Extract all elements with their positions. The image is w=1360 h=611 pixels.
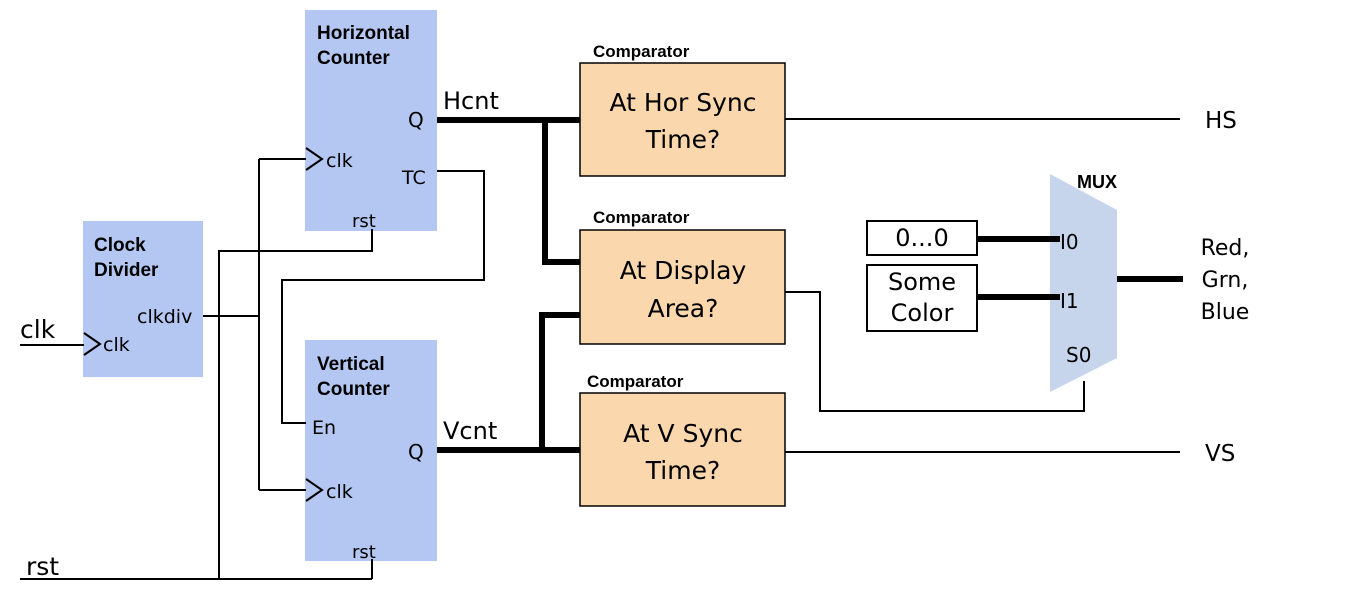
vertical-counter-body (305, 340, 437, 561)
clock-divider-block: Clock Divider clkdiv clk (83, 221, 203, 377)
comparator-vsync-header: Comparator (587, 372, 684, 391)
wires (20, 117, 1183, 580)
vertical-counter-title-1: Vertical (317, 354, 385, 375)
mux-block: MUX I0 I1 S0 (1050, 172, 1117, 392)
hcnt-to-display (542, 120, 580, 265)
horizontal-counter-clk-triangle (305, 147, 324, 171)
comparator-vsync-line-1: At V Sync (623, 419, 743, 448)
clock-divider-out-label: clkdiv (137, 306, 192, 328)
vertical-counter-clk-label: clk (326, 481, 353, 503)
mux-body (1050, 174, 1117, 392)
vertical-counter-clk-triangle (305, 478, 324, 502)
rgb-signal-label-red: Red, (1201, 236, 1250, 261)
rst-to-hcounter (218, 229, 373, 579)
constant-color: Some Color (866, 264, 978, 332)
comparator-display-body (579, 229, 786, 345)
vertical-counter-rst-label: rst (352, 542, 376, 563)
clock-divider-title-1: Clock (94, 235, 146, 256)
comparator-vsync: Comparator At V Sync Time? (579, 372, 786, 507)
hs-signal-label: HS (1205, 108, 1237, 134)
comparator-hsync-header: Comparator (593, 42, 690, 61)
clock-divider-in-label: clk (103, 334, 130, 356)
clock-divider-title-2: Divider (94, 260, 159, 281)
horizontal-counter-block: Horizontal Counter Q clk TC rst (305, 10, 437, 232)
vcnt-to-display (539, 312, 580, 450)
comparator-display-line-2: Area? (648, 294, 719, 323)
vertical-counter-title-2: Counter (317, 379, 390, 400)
comparator-vsync-body (579, 392, 786, 507)
vertical-counter-q-label: Q (408, 440, 424, 464)
horizontal-counter-rst-label: rst (352, 211, 376, 232)
comparator-hsync-line-2: Time? (645, 125, 720, 154)
clock-divider-body (83, 221, 203, 377)
comparator-vsync-line-2: Time? (645, 456, 720, 485)
comparator-display: Comparator At Display Area? (579, 208, 786, 345)
comparator-hsync: Comparator At Hor Sync Time? (579, 42, 786, 177)
horizontal-counter-title-2: Counter (317, 48, 390, 69)
horizontal-counter-tc-label: TC (401, 167, 426, 189)
constant-color-line-2: Color (891, 299, 954, 327)
horizontal-counter-body (305, 10, 437, 231)
mux-i0-label: I0 (1060, 230, 1079, 254)
constant-zero-label: 0...0 (895, 224, 948, 252)
clock-divider-clk-triangle (83, 332, 102, 356)
horizontal-counter-clk-label: clk (326, 150, 353, 172)
comparator-display-line-1: At Display (620, 256, 747, 285)
display-to-s0-wire (785, 291, 1085, 412)
rst-signal-label: rst (26, 552, 59, 581)
comparator-display-header: Comparator (593, 208, 690, 227)
constant-zero-box (866, 220, 978, 256)
horizontal-counter-q-label: Q (408, 108, 424, 132)
horizontal-counter-title-1: Horizontal (317, 23, 410, 44)
vcnt-signal-label: Vcnt (443, 417, 497, 445)
clk-signal-label: clk (20, 315, 56, 344)
comparator-hsync-body (579, 62, 786, 177)
tc-to-en-wire (281, 170, 485, 424)
vs-signal-label: VS (1205, 441, 1235, 467)
vertical-counter-block: Vertical Counter En Q clk rst (305, 340, 437, 563)
hcnt-signal-label: Hcnt (443, 87, 499, 115)
comparator-hsync-line-1: At Hor Sync (610, 88, 757, 117)
mux-title: MUX (1077, 172, 1117, 192)
rgb-signal-label-grn: Grn, (1202, 268, 1249, 293)
mux-s0-label: S0 (1066, 343, 1091, 367)
vertical-counter-en-label: En (312, 417, 336, 439)
mux-i1-label: I1 (1060, 289, 1079, 313)
rgb-signal-label-blue: Blue (1201, 300, 1250, 325)
constant-zero: 0...0 (866, 220, 978, 256)
constant-color-line-1: Some (888, 268, 956, 296)
